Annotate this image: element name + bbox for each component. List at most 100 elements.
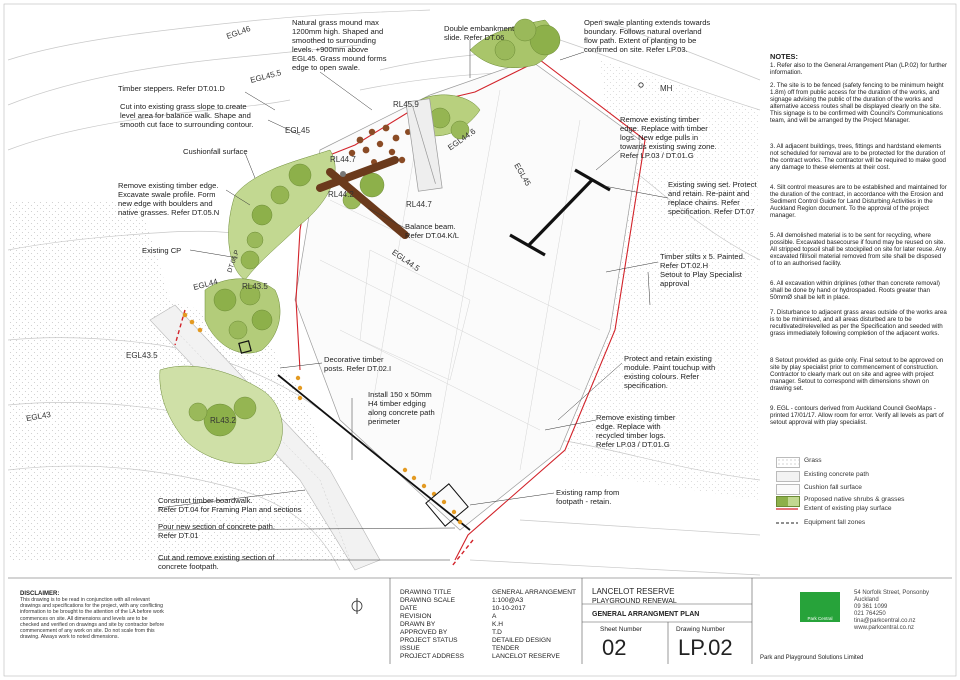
tb-label-drawn: DRAWN BY <box>400 621 436 628</box>
ramp-outline <box>425 483 469 527</box>
address-line-2: Auckland <box>854 597 879 603</box>
title-block-frame <box>8 577 952 664</box>
tb-label-revision: REVISION <box>400 613 432 620</box>
elev-rl44-7b: RL44.7 <box>406 200 432 209</box>
note-remove-edge-1: Remove existing timber edge. Replace wit… <box>620 115 717 160</box>
note-remove-edge-2: Remove existing timber edge. Excavate sw… <box>118 181 220 217</box>
grass-area-east <box>560 60 760 500</box>
legend-label: Proposed native shrubs & grasses <box>804 496 905 503</box>
address-line-5: tina@parkcentral.co.nz <box>854 618 916 624</box>
timber-edging <box>277 374 471 531</box>
elev-rl43-2: RL43.2 <box>210 416 236 425</box>
note-grass-mound: Natural grass mound max 1200mm high. Sha… <box>292 18 387 72</box>
tb-label-title: DRAWING TITLE <box>400 589 452 596</box>
legend-cushion: Cushion fall surface <box>776 483 946 495</box>
swing-set <box>509 168 611 257</box>
address-line-6: www.parkcentral.co.nz <box>854 625 915 631</box>
tb-label-scale: DRAWING SCALE <box>400 597 456 604</box>
company-name: Park and Playground Solutions Limited <box>760 655 864 661</box>
address-line-4: 021 764250 <box>854 611 886 617</box>
mulch-dots <box>348 124 421 165</box>
note-cut-footpath: Cut and remove existing section of concr… <box>158 553 275 571</box>
elev-egl45: EGL45 <box>285 126 310 135</box>
sheet-number-label: Sheet Number <box>600 626 642 633</box>
legend-concrete: Existing concrete path <box>776 470 946 482</box>
note-item-5: 5. All demolished material is to be sent… <box>770 232 947 268</box>
note-pour-concrete: Pour new section of concrete path. Refer… <box>158 522 275 540</box>
logo-text: Park Central <box>807 616 833 621</box>
plan-title: GENERAL ARRANGMENT PLAN <box>592 611 700 618</box>
drawing-number-label: Drawing Number <box>676 626 725 633</box>
notes-title: NOTES: <box>770 52 798 61</box>
legend-fall-zones: Equipment fall zones <box>776 518 946 530</box>
project-subtitle: PLAYGROUND RENEWAL <box>592 598 677 605</box>
legend-label: Grass <box>804 457 822 464</box>
tb-value-title: GENERAL ARRANGEMENT <box>492 589 577 596</box>
note-item-4: 4. Silt control measures are to be estab… <box>770 184 947 220</box>
note-remove-edge-3: Remove existing timber edge. Replace wit… <box>596 413 676 449</box>
legend-label: Extent of existing play surface <box>804 505 892 512</box>
address-line-1: 54 Norfolk Street, Ponsonby <box>854 590 930 596</box>
tb-value-revision: A <box>492 613 497 620</box>
note-existing-module: Protect and retain existing module. Pain… <box>624 354 716 390</box>
note-existing-cp: Existing CP <box>142 246 182 255</box>
note-embankment-slide: Double embankment slide. Refer DT.06 <box>444 24 515 42</box>
north-arrow <box>351 598 363 614</box>
tb-value-scale: 1:100@A3 <box>492 597 524 604</box>
note-open-swale: Open swale planting extends towards boun… <box>584 18 711 54</box>
tb-value-issue: TENDER <box>492 645 520 652</box>
balance-beam <box>316 156 409 239</box>
legend-label: Existing concrete path <box>804 471 869 478</box>
note-item-8: 8 Setout provided as guide only. Final s… <box>770 357 944 393</box>
legend-label: Equipment fall zones <box>804 519 866 526</box>
drawing-number: LP.02 <box>678 635 733 660</box>
address-line-3: 09 361 1099 <box>854 604 888 610</box>
tb-value-address: LANCELOT RESERVE <box>492 653 560 660</box>
tb-label-issue: ISSUE <box>400 645 420 652</box>
elev-rl43-5: RL43.5 <box>242 282 268 291</box>
legend-swatch-concrete <box>776 471 800 482</box>
note-boardwalk: Construct timber boardwalk. Refer DT.04 … <box>158 496 302 514</box>
note-timber-stilts: Timber stilts x 5. Painted. Refer DT.02.… <box>660 252 745 288</box>
note-existing-ramp: Existing ramp from footpath - retain. <box>556 488 620 506</box>
manhole-label: MH <box>660 84 673 93</box>
note-item-6: 6. All excavation within driplines (othe… <box>770 280 940 302</box>
tb-label-approved: APPROVED BY <box>400 629 448 636</box>
elev-rl44-2: RL44.2 <box>328 190 354 199</box>
note-decorative-posts: Decorative timber posts. Refer DT.02.I <box>324 355 392 373</box>
native-shrubs <box>159 18 561 465</box>
manhole <box>638 82 644 88</box>
legend-swatch-cushion <box>776 484 800 495</box>
sheet-number: 02 <box>602 635 627 660</box>
note-item-3: 3. All adjacent buildings, trees, fittin… <box>770 143 946 172</box>
note-timber-steppers: Timber steppers. Refer DT.01.D <box>118 84 225 93</box>
tb-value-approved: T.D <box>492 629 502 636</box>
project-name: LANCELOT RESERVE <box>592 587 675 596</box>
tb-value-drawn: K.H <box>492 621 503 628</box>
decorative-timber-posts <box>182 312 463 525</box>
disclaimer-title: DISCLAIMER: <box>20 591 60 597</box>
rl-marker <box>340 171 346 177</box>
note-item-2: 2. The site is to be fenced (safety fenc… <box>770 82 944 125</box>
tb-label-date: DATE <box>400 605 418 612</box>
legend-shrubs: Proposed native shrubs & grasses <box>776 495 946 507</box>
elev-egl43-5: EGL43.5 <box>126 351 158 360</box>
note-item-9: 9. EGL - contours derived from Auckland … <box>770 405 944 427</box>
elev-rl45-9: RL45.9 <box>393 100 419 109</box>
tb-label-address: PROJECT ADDRESS <box>400 653 464 660</box>
tb-value-date: 10-10-2017 <box>492 605 526 612</box>
note-cushionfall: Cushionfall surface <box>183 147 248 156</box>
embankment-slide <box>405 98 443 192</box>
cp-marker <box>238 340 252 354</box>
park-central-logo: Park Central <box>800 592 840 622</box>
legend-swatch-grass <box>776 457 800 468</box>
legend-extent: Extent of existing play surface <box>776 504 946 516</box>
disclaimer-text: This drawing is to be read in conjunctio… <box>20 597 165 641</box>
legend-swatch-shrubs <box>776 496 800 507</box>
note-timber-edging: Install 150 x 50mm H4 timber edging alon… <box>368 390 435 426</box>
note-swing-set: Existing swing set. Protect and retain. … <box>668 180 757 216</box>
tb-value-status: DETAILED DESIGN <box>492 637 551 644</box>
sheet-border <box>3 3 957 677</box>
legend-grass: Grass <box>776 456 946 468</box>
